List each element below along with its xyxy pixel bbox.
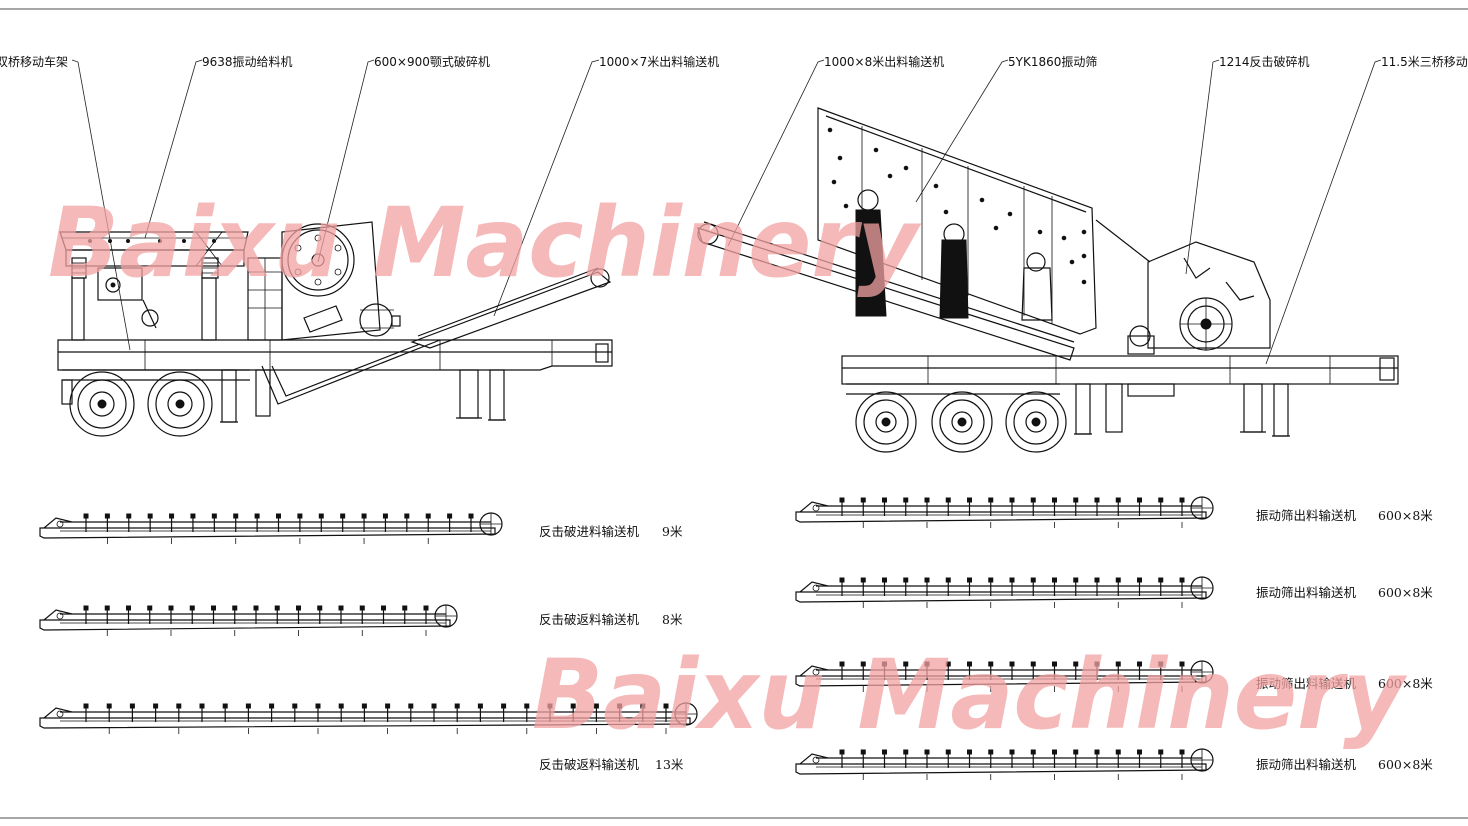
right-conveyor-2-name: 振动筛出料输送机	[1256, 585, 1357, 600]
callout-right-conveyor: 1000×8米出料输送机	[824, 54, 944, 69]
leader-right-screen	[915, 59, 1009, 203]
right-conveyor-captions: 振动筛出料输送机 600×8米 振动筛出料输送机 600×8米 振动筛出料输送机…	[1256, 508, 1433, 772]
right-conveyor-4-drawing	[795, 748, 1214, 780]
leader-left-conveyor	[493, 59, 600, 317]
right-conveyor-3-size: 600×8米	[1378, 676, 1433, 691]
callout-left-feeder: 9638振动给料机	[202, 55, 293, 69]
right-conveyor-1-drawing	[795, 496, 1214, 528]
right-outrigger-legs	[1074, 383, 1290, 437]
left-conveyor-2-name: 反击破返料输送机	[539, 612, 640, 627]
callout-left-frame: 双桥移动车架	[0, 54, 68, 69]
left-conveyor-1-drawing	[39, 512, 503, 544]
leader-left-feeder	[144, 59, 203, 239]
left-conveyor-3-length: 13米	[655, 757, 684, 772]
conveyor-drawings	[39, 496, 1214, 780]
leader-right-frame	[1265, 59, 1382, 365]
right-output-conveyor	[697, 221, 1075, 361]
callout-left-conveyor: 1000×7米出料输送机	[599, 54, 719, 69]
left-conveyor-1-length: 9米	[662, 524, 683, 539]
callout-left-jaw: 600×900颚式破碎机	[374, 54, 490, 69]
right-conveyor-1-name: 振动筛出料输送机	[1256, 508, 1357, 523]
right-conveyor-3-name: 振动筛出料输送机	[1256, 676, 1357, 691]
impact-crusher	[1095, 219, 1271, 355]
leader-right-impact	[1185, 59, 1220, 275]
right-conveyor-1-size: 600×8米	[1378, 508, 1433, 523]
left-chassis	[57, 339, 613, 405]
left-conveyor-1-name: 反击破进料输送机	[539, 524, 640, 539]
right-conveyor-4-size: 600×8米	[1378, 757, 1433, 772]
left-wheels	[69, 371, 213, 437]
left-conveyor-captions: 反击破进料输送机 9米 反击破返料输送机 8米 反击破返料输送机 13米	[539, 524, 684, 772]
feeder-motor-box	[97, 267, 143, 301]
under-conveyor	[261, 339, 441, 405]
right-conveyor-2-drawing	[795, 576, 1214, 608]
left-conveyor-3-drawing	[39, 702, 698, 734]
watermark: Baixu Machinery Baixu Machinery	[48, 187, 1407, 751]
left-output-conveyor	[410, 267, 612, 349]
leader-left-frame	[71, 59, 131, 351]
jaw-crusher	[247, 221, 401, 341]
left-conveyor-3-name: 反击破返料输送机	[539, 757, 640, 772]
leader-right-conveyor	[727, 59, 825, 247]
leader-left-jaw	[317, 59, 375, 263]
hopper-bolts	[88, 239, 216, 243]
callout-right-impact: 1214反击破碎机	[1219, 54, 1310, 69]
right-chassis	[841, 355, 1399, 397]
left-outrigger-legs	[220, 369, 506, 423]
right-conveyor-3-drawing	[795, 660, 1214, 692]
left-conveyor-2-length: 8米	[662, 612, 683, 627]
watermark-text-top: Baixu Machinery	[48, 187, 921, 299]
vibrating-screen	[817, 107, 1097, 335]
jaw-motor	[359, 303, 393, 337]
left-conveyor-2-drawing	[39, 604, 458, 636]
watermark-text-bottom: Baixu Machinery	[532, 639, 1407, 751]
left-mobile-jaw-plant: 双桥移动车架 9638振动给料机 600×900颚式破碎机 1000×7米出料输…	[0, 54, 719, 437]
right-conveyor-4-name: 振动筛出料输送机	[1256, 757, 1357, 772]
jaw-flywheel	[281, 223, 355, 297]
right-conveyor-2-size: 600×8米	[1378, 585, 1433, 600]
right-wheels	[855, 391, 1067, 453]
right-mobile-impact-plant: 1000×8米出料输送机 5YK1860振动筛 1214反击破碎机 11.5米三…	[697, 54, 1468, 453]
callout-right-screen: 5YK1860振动筛	[1008, 54, 1097, 69]
callout-right-frame: 11.5米三桥移动	[1381, 55, 1468, 69]
